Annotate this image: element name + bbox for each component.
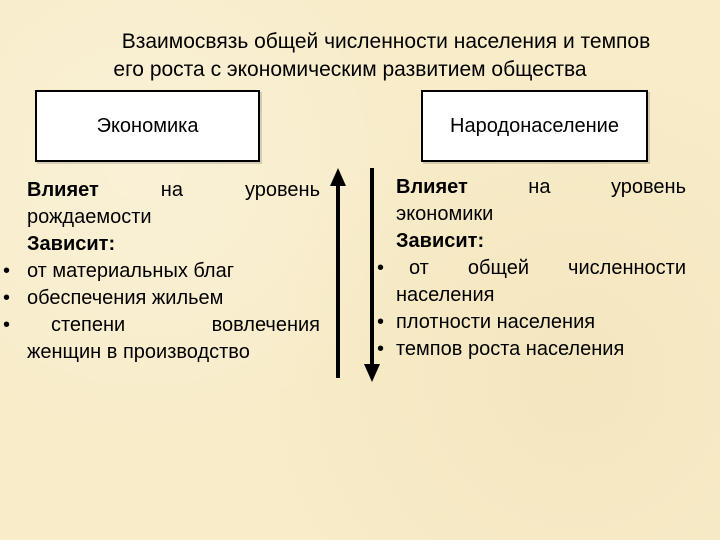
economy-description: Влияет на уровень рождаемости Зависит: •… [3,177,320,366]
bullet-icon: • [3,287,11,309]
economy-factor-item: • обеспечения жильем [3,285,320,312]
population-influence-na: на [528,176,551,198]
economy-factor-item: • от материальных благ [3,258,320,285]
economy-influence-na: на [160,179,183,201]
economy-box-label: Экономика [96,114,199,137]
economy-influence-word: Влияет [27,179,99,201]
population-depends-label: Зависит: [396,230,485,252]
population-box-label: Народонаселение [450,114,619,137]
population-factor-item: • темпов роста населения [377,336,686,363]
economy-factor-continuation: женщин в производство [27,341,250,363]
arrow-down-icon [364,168,380,382]
economy-influence-level: уровень [244,179,320,201]
economy-box: Экономика [35,90,260,162]
population-box: Народонаселение [421,90,648,162]
arrow-up-icon [330,168,346,378]
population-influence-word: Влияет [396,176,468,198]
bullet-icon: • [377,257,385,279]
population-influence-line: Влияет на уровень [396,174,686,201]
population-factor-item: • плотности населения [377,309,686,336]
economy-influence-object: рождаемости [27,206,152,228]
bullet-icon: • [3,260,11,282]
population-influence-object: экономики [396,203,494,225]
bullet-icon: • [377,338,385,360]
bullet-icon: • [3,314,11,336]
title-line-2: его роста с экономическим развитием обще… [113,58,587,81]
economy-depends-label: Зависит: [27,233,116,255]
population-description: Влияет на уровень экономики Зависит: • о… [377,174,686,363]
diagram-title: Взаимосвязь общей численности населения … [0,28,720,84]
population-factor-item: • от общей численности [377,255,686,282]
title-line-1: Взаимосвязь общей численности населения … [121,30,651,53]
population-influence-level: уровень [610,176,686,198]
economy-factor-item: • степени вовлечения [3,312,320,339]
economy-influence-line: Влияет на уровень [27,177,320,204]
bullet-icon: • [377,311,385,333]
population-factor-continuation: населения [396,284,495,306]
